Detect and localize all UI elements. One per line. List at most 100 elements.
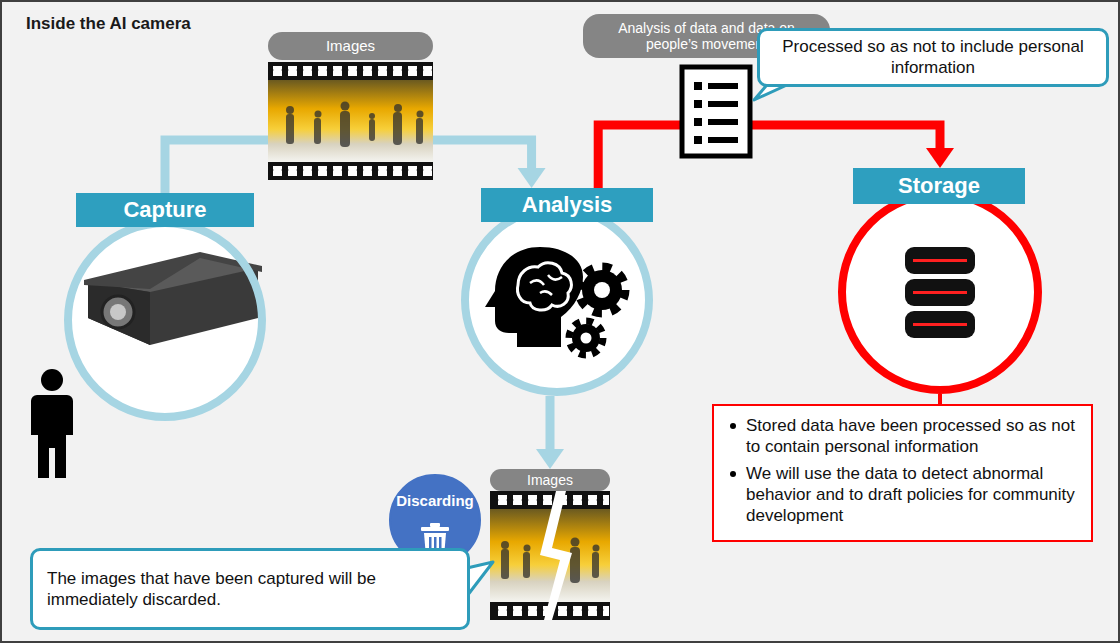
- film-strip-part-part: [340, 111, 350, 147]
- camera-illustration-part: [88, 282, 150, 345]
- circle-ring: [465, 208, 649, 392]
- film-strip-part: [270, 66, 432, 76]
- callout-box: Processed so as not to include personal …: [757, 28, 1109, 87]
- film-strip-part-part: [524, 545, 531, 552]
- analysis-icon-part: [569, 321, 603, 355]
- film-strip-part-part: [394, 104, 402, 112]
- bullet-text: We will use the data to detect abnormal …: [728, 463, 1077, 527]
- list-icon-part: [694, 118, 702, 126]
- analysis-icon-part: [530, 275, 562, 295]
- database-icon-part: [913, 259, 967, 262]
- stage-band: Capture: [76, 193, 254, 227]
- list-icon-part: [708, 101, 738, 107]
- film-strip-part: [270, 166, 432, 176]
- database-icon-part: [913, 323, 967, 326]
- callout-text: Processed so as not to include personal …: [774, 36, 1092, 79]
- connector: [940, 394, 941, 404]
- database-icon-part: [905, 279, 975, 306]
- person-figure-part: [41, 369, 63, 391]
- trash-icon-part: [430, 523, 440, 527]
- circle-ring: [842, 194, 1038, 390]
- label-pill: Images: [490, 469, 610, 491]
- film-strip-part-part: [592, 552, 599, 578]
- film-strip-part: [490, 491, 610, 620]
- film-strip-part-part: [314, 118, 321, 144]
- film-strip-part-part: [501, 541, 509, 549]
- film-strip-part: [268, 62, 433, 180]
- analysis-icon-part: [518, 263, 572, 310]
- note-box: Stored data have been processed so as no…: [712, 404, 1093, 542]
- database-icon-part: [905, 247, 975, 274]
- film-strip-part-part: [593, 545, 600, 552]
- film-strip-part-part: [286, 106, 294, 114]
- list-icon: [682, 67, 750, 156]
- trash-icon-part: [421, 527, 449, 531]
- list-icon-part: [708, 137, 738, 143]
- analysis-icon-part: [572, 324, 600, 352]
- film-strip-part-part: [501, 549, 509, 579]
- stage-circle: Capture: [64, 193, 266, 422]
- pill-text: Images: [326, 37, 375, 54]
- database-icon-part: [905, 311, 975, 338]
- film-strip-part: [268, 80, 433, 162]
- list-icon-part: [708, 119, 738, 125]
- film-strip-part-part: [315, 111, 322, 118]
- list-icon-part: [694, 136, 702, 144]
- film-strip-part-part: [571, 538, 580, 547]
- bullet-text: Stored data have been processed so as no…: [728, 415, 1077, 458]
- camera-illustration: [84, 252, 262, 345]
- film-strip-part: [286, 102, 424, 148]
- film-strip-part-part: [369, 113, 375, 119]
- callout-tail: [467, 562, 493, 596]
- analysis-icon-part: [594, 282, 610, 298]
- person-figure: [31, 369, 73, 478]
- label-pill: Images: [268, 32, 433, 60]
- film-strip-part-part: [570, 547, 580, 583]
- list-icon-part: [708, 83, 738, 89]
- crack: [540, 491, 572, 620]
- circle-outline: [64, 193, 266, 422]
- list-icon-part: [682, 67, 750, 156]
- pill-text: Images: [527, 472, 573, 488]
- circle-fill-part: [465, 208, 649, 392]
- arrow-head: [926, 148, 954, 168]
- film-strip-part: [492, 495, 609, 505]
- camera-illustration-part: [110, 304, 126, 320]
- film-strip-part-part: [369, 119, 375, 141]
- film-strip-part-part: [393, 112, 402, 145]
- film-strip-part-part: [523, 552, 530, 578]
- circle-fill-part: [842, 194, 1038, 390]
- callout-box: The images that have been captured will …: [30, 548, 470, 630]
- camera-illustration-part: [102, 296, 134, 328]
- stage-band: Analysis: [481, 188, 653, 222]
- film-strip-part-part: [417, 111, 424, 118]
- arrow-head: [536, 449, 564, 469]
- person-figure-part: [31, 395, 73, 478]
- database-icon: [905, 247, 975, 338]
- stage-circle: Storage: [836, 168, 1044, 394]
- list-icon-part: [694, 100, 702, 108]
- analysis-icon: [485, 247, 625, 355]
- callout-text: The images that have been captured will …: [47, 568, 453, 611]
- film-strip-part-part: [286, 114, 294, 144]
- circle-ring: [68, 223, 262, 417]
- connector-line: [546, 396, 555, 450]
- connector-line: [938, 394, 942, 404]
- connector: [536, 396, 564, 469]
- database-icon-part: [913, 291, 967, 294]
- circle-fill-part: [68, 223, 262, 417]
- stage-circle: Analysis: [461, 188, 657, 396]
- arrow-head: [518, 168, 546, 188]
- analysis-icon-part: [579, 267, 625, 313]
- analysis-icon-part: [581, 333, 592, 344]
- film-strip-part-part: [416, 118, 423, 144]
- analysis-icon-part: [582, 270, 622, 310]
- diagram-title: Inside the AI camera: [26, 14, 191, 34]
- film-strip: [490, 491, 610, 620]
- film-strip-part-part: [341, 102, 350, 111]
- stage-band: Storage: [853, 168, 1025, 204]
